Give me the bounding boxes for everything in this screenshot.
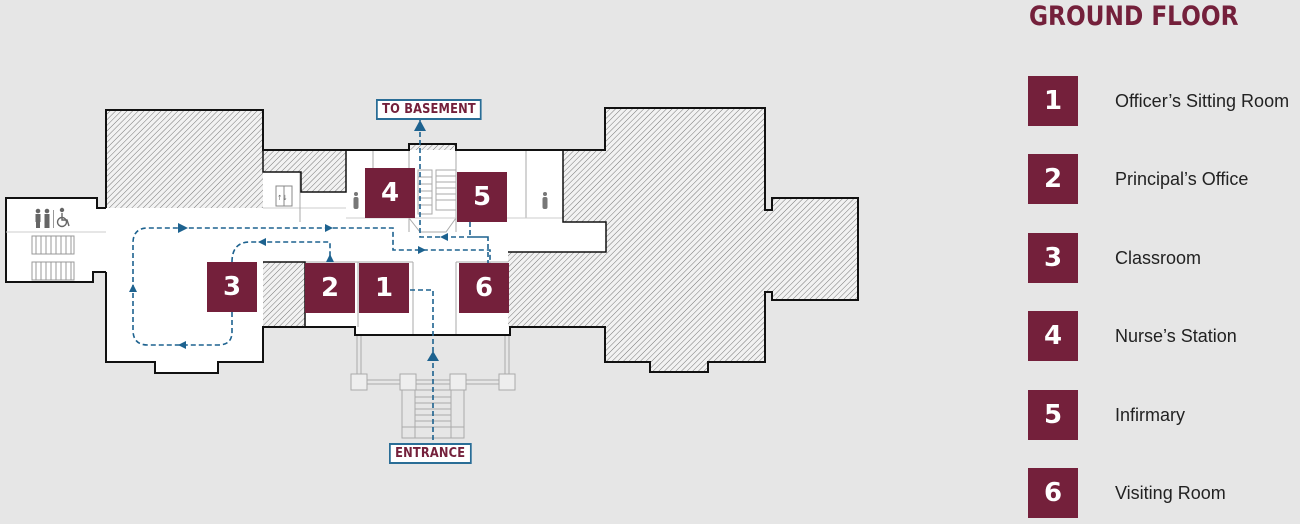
- legend-label: Principal’s Office: [1115, 168, 1249, 189]
- legend-number: 3: [1028, 233, 1078, 283]
- legend-item: 6 Visiting Room: [1028, 468, 1226, 518]
- legend-title: GROUND FLOOR: [1029, 1, 1239, 32]
- room-marker-6[interactable]: 6: [459, 263, 509, 313]
- legend-label: Classroom: [1115, 247, 1202, 268]
- room-marker-5[interactable]: 5: [457, 172, 507, 222]
- room-marker-1[interactable]: 1: [359, 263, 409, 313]
- legend-number: 5: [1028, 390, 1078, 440]
- accessible-icon: [56, 207, 70, 228]
- elevator-icon: ↑↓: [275, 185, 293, 207]
- legend-item: 1 Officer’s Sitting Room: [1028, 76, 1289, 126]
- legend-number: 4: [1028, 311, 1078, 361]
- legend-label: Visiting Room: [1115, 482, 1226, 503]
- legend-number: 1: [1028, 76, 1078, 126]
- legend-item: 5 Infirmary: [1028, 390, 1185, 440]
- center-stairs: [263, 150, 563, 335]
- to-basement-label: TO BASEMENT: [376, 99, 482, 120]
- route-path: [132, 120, 491, 440]
- exterior-walls: [105, 107, 859, 374]
- svg-text:↑↓: ↑↓: [277, 194, 288, 202]
- restroom-icon: [35, 208, 54, 228]
- legend-item: 4 Nurse’s Station: [1028, 311, 1237, 361]
- entrance-label: ENTRANCE: [389, 443, 472, 464]
- legend-label: Officer’s Sitting Room: [1115, 90, 1290, 111]
- legend-label: Nurse’s Station: [1115, 325, 1237, 346]
- room-marker-2[interactable]: 2: [305, 263, 355, 313]
- legend-number: 2: [1028, 154, 1078, 204]
- room-marker-3[interactable]: 3: [207, 262, 257, 312]
- person-icon: [353, 192, 548, 209]
- stairs-icon: [6, 231, 106, 281]
- legend-label: Infirmary: [1115, 404, 1186, 425]
- room-marker-4[interactable]: 4: [365, 168, 415, 218]
- route-arrow-icon: [129, 120, 448, 361]
- legend-number: 6: [1028, 468, 1078, 518]
- legend-item: 3 Classroom: [1028, 233, 1201, 283]
- floor-plan: ↑↓: [5, 107, 859, 440]
- legend-item: 2 Principal’s Office: [1028, 154, 1248, 204]
